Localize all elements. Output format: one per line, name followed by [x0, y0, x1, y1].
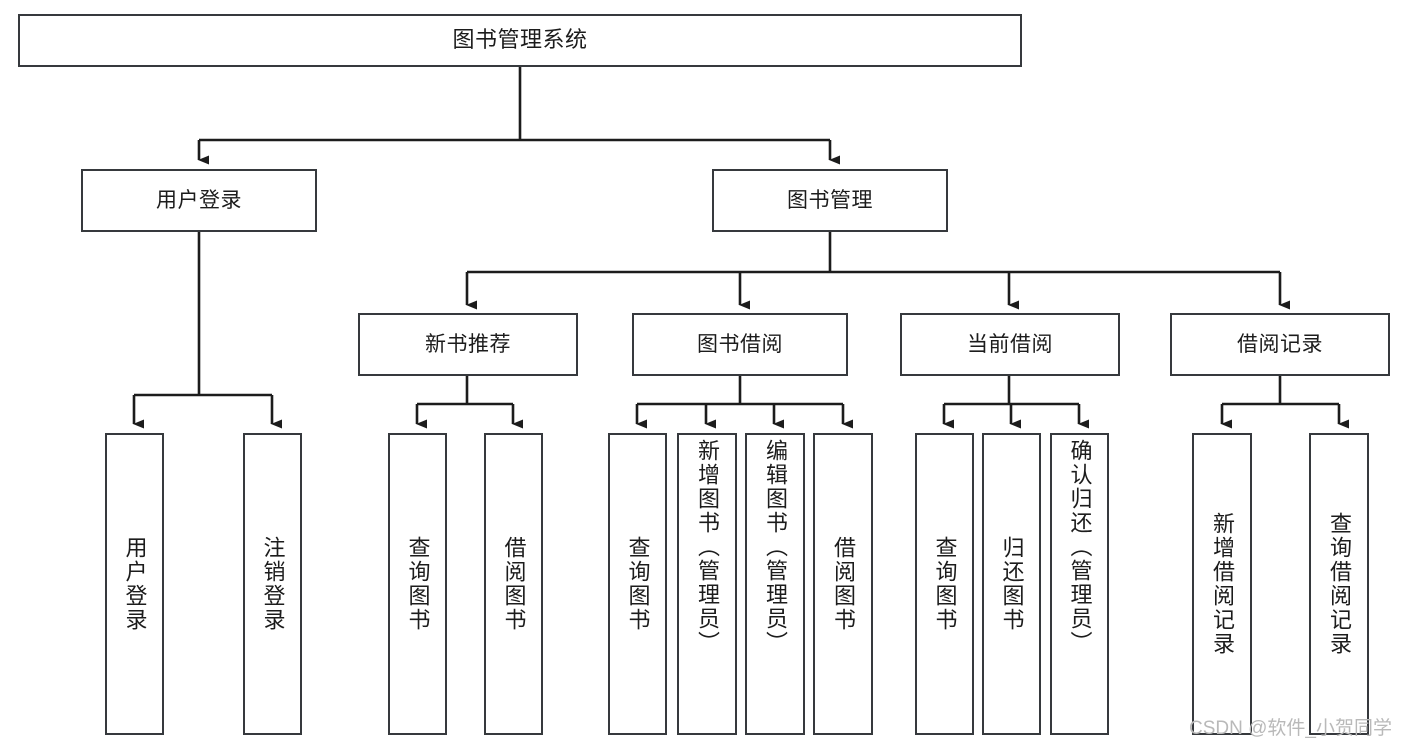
node-label: 查询借阅记录 — [1327, 512, 1352, 656]
node-new-book-recommend[interactable]: 新书推荐 — [358, 313, 578, 376]
node-label: 用户登录 — [156, 188, 242, 212]
node-label: 新书推荐 — [425, 332, 511, 356]
node-label: 借阅图书 — [831, 536, 856, 632]
leaf-new-book-query-book[interactable]: 查询图书 — [388, 433, 447, 735]
node-label: 查询图书 — [932, 536, 958, 632]
leaf-user-login-logout[interactable]: 注销登录 — [243, 433, 302, 735]
node-label: 编辑图书（管理员） — [763, 439, 788, 655]
node-label: 注销登录 — [260, 536, 286, 632]
leaf-current-borrow-query-book[interactable]: 查询图书 — [915, 433, 974, 735]
leaf-current-borrow-confirm-return-admin[interactable]: 确认归还（管理员） — [1050, 433, 1109, 735]
node-label: 图书借阅 — [697, 332, 783, 356]
leaf-current-borrow-return-book[interactable]: 归还图书 — [982, 433, 1041, 735]
node-label: 用户登录 — [122, 536, 148, 632]
node-borrow-record[interactable]: 借阅记录 — [1170, 313, 1390, 376]
node-label: 图书管理系统 — [452, 27, 588, 53]
leaf-borrow-record-add-record[interactable]: 新增借阅记录 — [1192, 433, 1252, 735]
node-label: 新增图书（管理员） — [695, 439, 720, 655]
node-label: 确认归还（管理员） — [1067, 439, 1093, 655]
node-root-book-management-system[interactable]: 图书管理系统 — [18, 14, 1022, 67]
leaf-book-borrow-edit-book-admin[interactable]: 编辑图书（管理员） — [745, 433, 805, 735]
leaf-book-borrow-add-book-admin[interactable]: 新增图书（管理员） — [677, 433, 737, 735]
leaf-book-borrow-borrow-book[interactable]: 借阅图书 — [813, 433, 873, 735]
node-label: 借阅图书 — [501, 536, 527, 632]
node-current-borrow[interactable]: 当前借阅 — [900, 313, 1120, 376]
node-label: 借阅记录 — [1237, 332, 1323, 356]
leaf-borrow-record-query-record[interactable]: 查询借阅记录 — [1309, 433, 1369, 735]
watermark-text: CSDN @软件_小贺同学 — [1189, 718, 1392, 739]
node-label: 当前借阅 — [967, 332, 1053, 356]
leaf-book-borrow-query-book[interactable]: 查询图书 — [608, 433, 667, 735]
node-user-login[interactable]: 用户登录 — [81, 169, 317, 232]
node-book-borrow[interactable]: 图书借阅 — [632, 313, 848, 376]
node-label: 归还图书 — [999, 536, 1025, 632]
node-label: 图书管理 — [787, 188, 873, 212]
node-label: 查询图书 — [405, 536, 431, 632]
leaf-user-login-login[interactable]: 用户登录 — [105, 433, 164, 735]
node-book-management[interactable]: 图书管理 — [712, 169, 948, 232]
leaf-new-book-borrow-book[interactable]: 借阅图书 — [484, 433, 543, 735]
node-label: 新增借阅记录 — [1210, 512, 1235, 656]
node-label: 查询图书 — [625, 536, 651, 632]
